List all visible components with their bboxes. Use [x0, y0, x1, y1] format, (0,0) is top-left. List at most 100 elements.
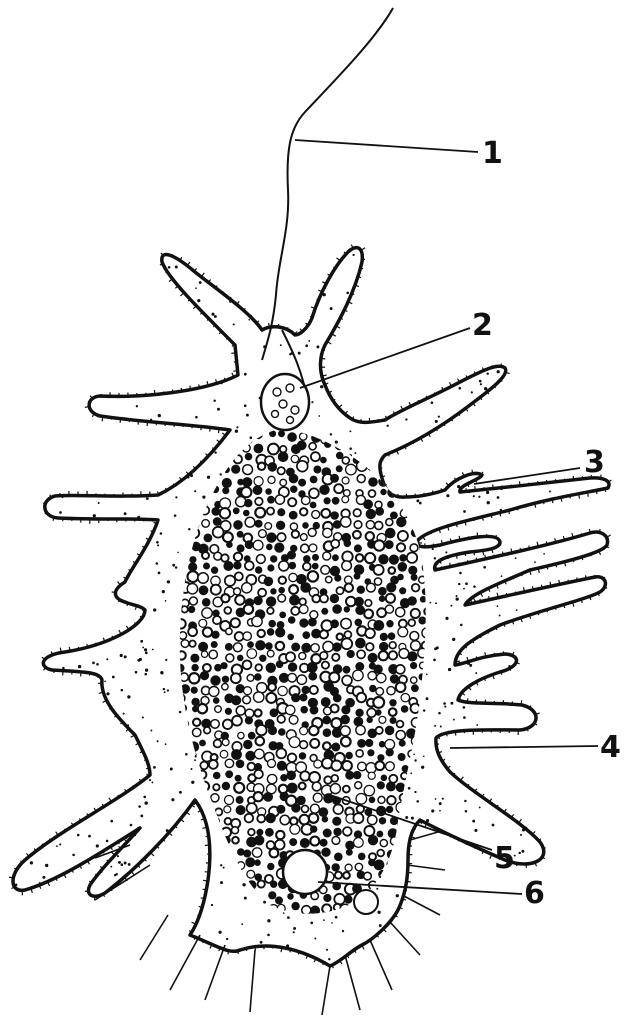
stipple-dot	[109, 280, 111, 282]
stipple-dot	[98, 243, 100, 245]
stipple-dot	[481, 959, 483, 961]
stipple-dot	[439, 810, 441, 812]
granule	[379, 716, 386, 723]
stipple-dot	[417, 444, 419, 446]
granule	[396, 608, 405, 617]
stipple-dot	[506, 530, 509, 533]
stipple-dot	[168, 434, 170, 436]
stipple-dot	[9, 953, 12, 956]
stipple-dot	[598, 891, 600, 893]
stipple-dot	[419, 900, 422, 903]
stipple-dot	[165, 600, 167, 602]
stipple-dot	[71, 694, 73, 696]
stipple-dot	[497, 370, 500, 373]
granule	[334, 484, 343, 493]
stipple-dot	[596, 790, 599, 793]
granule	[254, 770, 263, 779]
stipple-dot	[576, 776, 579, 779]
stipple-dot	[162, 312, 164, 314]
stipple-dot	[496, 280, 499, 283]
granule	[265, 828, 274, 837]
stipple-dot	[481, 271, 483, 273]
granule	[380, 633, 388, 641]
granule	[166, 466, 173, 473]
stipple-dot	[593, 882, 596, 885]
stipple-dot	[457, 342, 460, 345]
stipple-dot	[61, 964, 64, 967]
stipple-dot	[559, 244, 561, 246]
stipple-dot	[474, 829, 477, 832]
stipple-dot	[18, 292, 20, 294]
granule	[190, 829, 198, 837]
granule	[309, 813, 318, 822]
stipple-dot	[353, 390, 355, 392]
stipple-dot	[469, 288, 471, 290]
stipple-dot	[71, 251, 73, 253]
granule	[226, 541, 233, 548]
stipple-dot	[526, 796, 528, 798]
granule	[336, 587, 343, 594]
stipple-dot	[489, 686, 491, 688]
stipple-dot	[114, 343, 116, 345]
stipple-dot	[599, 779, 601, 781]
granule	[314, 760, 322, 768]
granule	[310, 804, 319, 813]
granule	[289, 737, 300, 748]
granule	[397, 574, 404, 581]
granule	[255, 508, 265, 518]
stipple-dot	[521, 282, 523, 284]
granule	[323, 829, 332, 838]
bristle	[492, 365, 493, 367]
stipple-dot	[188, 528, 190, 530]
stipple-dot	[171, 376, 174, 379]
stipple-dot	[522, 242, 525, 245]
stipple-dot	[53, 490, 55, 492]
stipple-dot	[573, 519, 576, 522]
stipple-dot	[65, 728, 68, 731]
granule	[346, 752, 353, 759]
granule	[332, 837, 340, 845]
stipple-dot	[47, 468, 50, 471]
stipple-dot	[561, 662, 564, 665]
granule	[420, 840, 431, 851]
granule	[220, 508, 230, 518]
granule	[334, 853, 343, 862]
granule	[300, 815, 310, 825]
stipple-dot	[445, 551, 447, 553]
granule	[198, 573, 208, 583]
granule	[299, 598, 306, 605]
stipple-dot	[142, 647, 144, 649]
stipple-dot	[41, 605, 43, 607]
stipple-dot	[314, 938, 316, 940]
stipple-dot	[199, 281, 202, 284]
stipple-dot	[593, 562, 595, 564]
stipple-dot	[589, 840, 591, 842]
stipple-dot	[508, 903, 510, 905]
stipple-dot	[400, 925, 402, 927]
stipple-dot	[11, 701, 13, 703]
stipple-dot	[613, 681, 615, 683]
stipple-dot	[561, 502, 563, 504]
stipple-dot	[458, 583, 460, 585]
stipple-dot	[430, 602, 432, 604]
stipple-dot	[468, 309, 470, 311]
stipple-dot	[92, 788, 94, 790]
granule	[189, 442, 197, 450]
stipple-dot	[8, 404, 11, 407]
stipple-dot	[135, 460, 138, 463]
stipple-dot	[168, 436, 171, 439]
granule	[302, 686, 310, 694]
stipple-dot	[515, 557, 517, 559]
stipple-dot	[25, 631, 27, 633]
stipple-dot	[483, 947, 486, 950]
stipple-dot	[77, 834, 80, 837]
stipple-dot	[63, 565, 65, 567]
granule	[303, 563, 311, 571]
granule	[247, 641, 254, 648]
stipple-dot	[521, 850, 524, 853]
stipple-dot	[160, 671, 163, 674]
granule	[244, 499, 252, 507]
granule	[187, 858, 196, 867]
granule	[302, 631, 310, 639]
stipple-dot	[36, 726, 38, 728]
